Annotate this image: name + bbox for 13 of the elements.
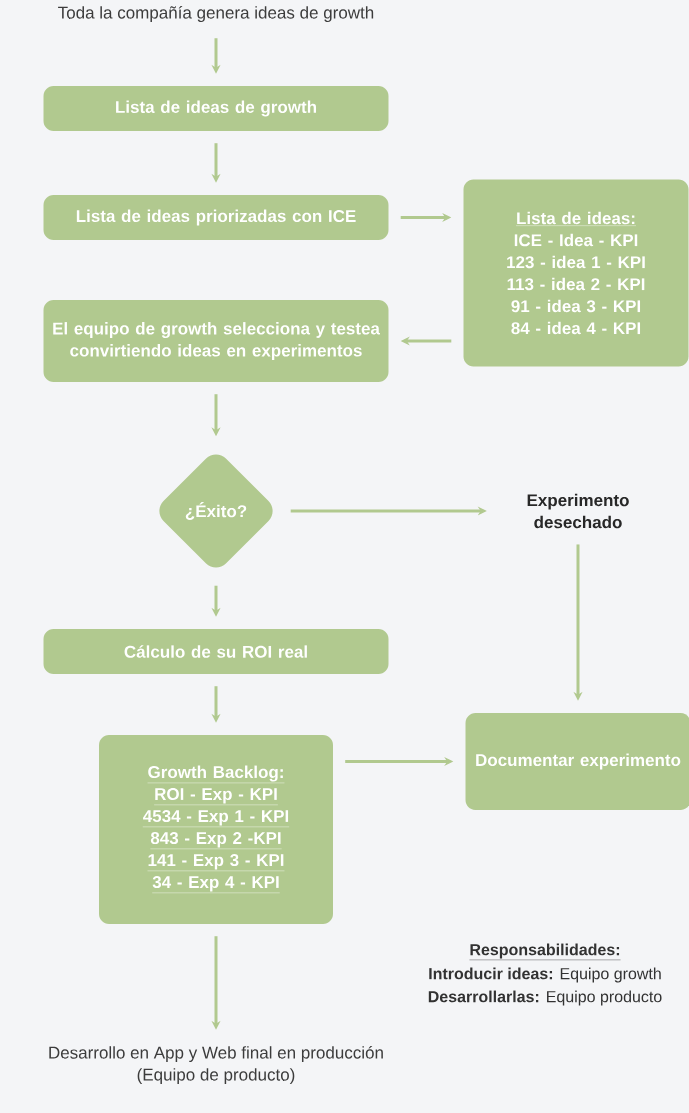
start-text: Toda la compañía genera ideas de growth: [58, 6, 374, 23]
backlog-box: Growth Backlog: ROI - Exp - KPI 4534 - Exp 1 - KPI 843 - Exp 2 -KPI 141 - Exp 3 - KPI 34 - Exp 4 - KPI: [99, 735, 333, 924]
note-text: Introducir ideas: Equipo growth: [429, 967, 661, 983]
outcome-text: Experimento desechado: [527, 493, 629, 529]
process-box: Lista de ideas priorizadas con ICE: [43, 195, 389, 240]
process-box: Lista de ideas de growth: [43, 86, 389, 131]
process-box: Cálculo de su ROI real: [43, 629, 389, 674]
heading-text: Responsabilidades:: [469, 943, 621, 961]
process-box: El equipo de growth selecciona y testea convirtiendo ideas en experimentos: [43, 300, 389, 382]
process-box: Documentar experimento: [465, 713, 689, 810]
end-text: Desarrollo en App y Web final en producción (Equipo de producto): [49, 1046, 383, 1085]
note-text: Desarrollarlas: Equipo producto: [428, 990, 662, 1006]
list-box: Lista de ideas: ICE - Idea - KPI 123 - idea 1 - KPI 113 - idea 2 - KPI 91 - idea 3 - KPI 84 - idea 4 - KPI: [463, 179, 689, 367]
